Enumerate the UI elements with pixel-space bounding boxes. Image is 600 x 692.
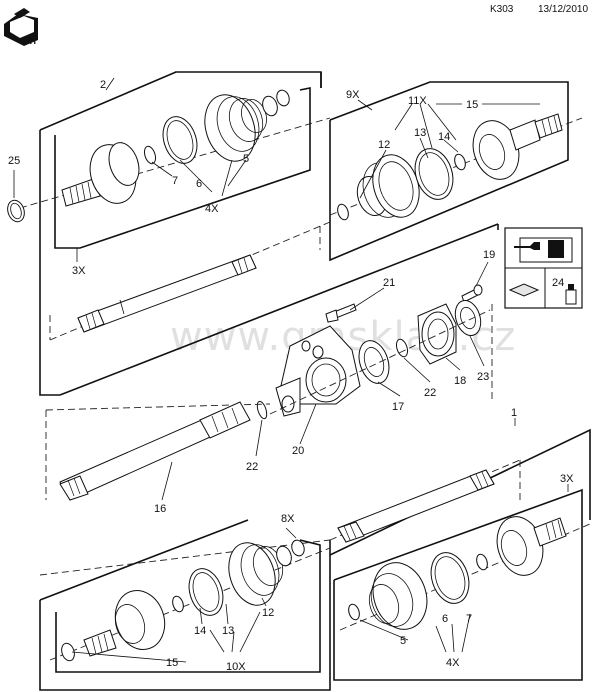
- label-12-upper: 12: [378, 139, 390, 151]
- wrench-book-icon: [514, 237, 573, 263]
- part-bracket-20: [275, 325, 361, 417]
- part-circlip-25: [7, 199, 25, 223]
- grease-icon: [508, 283, 540, 297]
- label-4x-lower: 4X: [446, 657, 460, 669]
- part-cv-joint-upper-left: [61, 142, 140, 207]
- label-3x-lower: 3X: [560, 473, 574, 485]
- label-22-left: 22: [246, 461, 258, 473]
- label-12-lower: 12: [262, 607, 274, 619]
- lubricant-can-icon: [565, 284, 577, 305]
- part-band-6-upper: [162, 116, 198, 164]
- label-20: 20: [292, 445, 304, 457]
- part-bolt-21: [325, 303, 357, 323]
- part-cv-joint-lower-right: [348, 516, 567, 630]
- label-24: 24: [552, 277, 564, 289]
- part-clamp-7-upper: [143, 145, 157, 165]
- label-15-lower: 15: [166, 657, 178, 669]
- page-code: K303: [490, 4, 514, 15]
- part-intermediate-shaft-16: [59, 401, 251, 501]
- part-cv-joint-8x: [61, 539, 305, 662]
- part-bolt-19: [461, 284, 483, 303]
- label-11x: 11X: [408, 95, 427, 107]
- label-3x-upper: 3X: [72, 265, 86, 277]
- label-19: 19: [483, 249, 495, 261]
- label-7-lower: 7: [466, 613, 472, 625]
- label-2: 2: [100, 79, 106, 91]
- label-23: 23: [477, 371, 489, 383]
- label-5-upper: 5: [243, 153, 249, 165]
- label-22-right: 22: [424, 387, 436, 399]
- label-25: 25: [8, 155, 20, 167]
- label-4x-upper: 4X: [205, 203, 219, 215]
- label-21: 21: [383, 277, 395, 289]
- label-7-upper: 7: [172, 175, 178, 187]
- label-18: 18: [454, 375, 466, 387]
- upper-assembly-frame: [39, 71, 569, 396]
- label-13-lower: 13: [222, 625, 234, 637]
- part-shaft-upper: [77, 254, 257, 333]
- label-14-upper: 14: [438, 131, 450, 143]
- part-bearing-23: [454, 299, 482, 337]
- label-8x: 8X: [281, 513, 295, 525]
- label-16: 16: [154, 503, 166, 515]
- part-boot-5-upper: [204, 94, 278, 162]
- part-cv-joint-9x: [337, 113, 563, 221]
- label-5-lower: 5: [400, 635, 406, 647]
- part-bearing-housing-18: [417, 303, 457, 365]
- label-6-lower: 6: [442, 613, 448, 625]
- label-10x: 10X: [226, 661, 246, 673]
- label-6-upper: 6: [196, 178, 202, 190]
- label-1: 1: [511, 407, 517, 419]
- part-circlip-22-left: [256, 400, 268, 420]
- label-9x: 9X: [346, 89, 360, 101]
- page-date: 13/12/2010: [538, 4, 589, 15]
- logo-text: FRT: [20, 36, 38, 46]
- special-tool-box: [504, 227, 583, 309]
- part-shaft-lower: [337, 469, 495, 543]
- lower-assembly-frame: [39, 428, 591, 691]
- label-13-upper: 13: [414, 127, 426, 139]
- part-circlip-22-right: [395, 338, 409, 358]
- label-15-upper: 15: [466, 99, 478, 111]
- part-small-clamp-upper: [276, 89, 290, 107]
- part-bearing-17: [358, 340, 390, 384]
- label-17: 17: [392, 401, 404, 413]
- leader-lines: [13, 77, 569, 663]
- front-direction-logo: FRT: [4, 8, 38, 46]
- label-14-lower: 14: [194, 625, 206, 637]
